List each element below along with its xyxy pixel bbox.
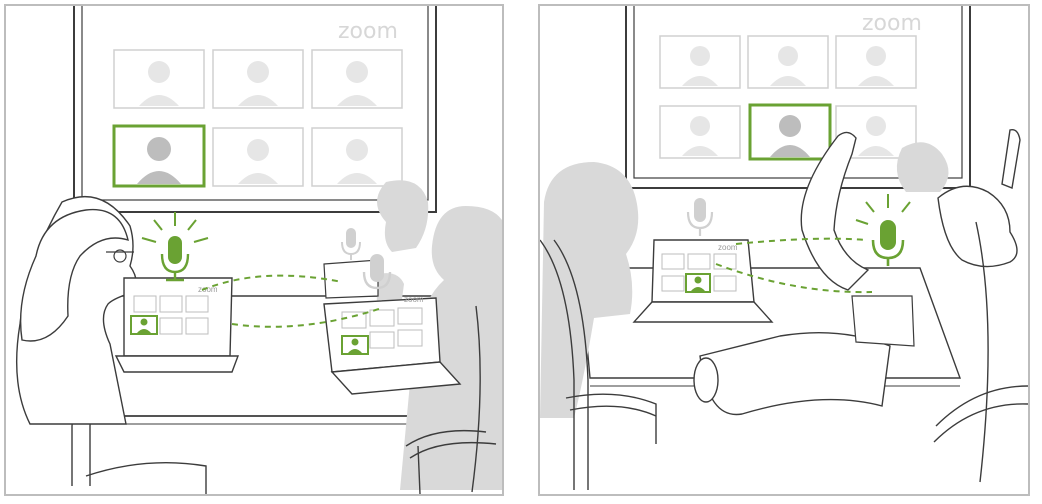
cheering-participant bbox=[699, 129, 1021, 416]
microphone-active-icon bbox=[141, 212, 209, 282]
microphone-idle-icon bbox=[341, 228, 392, 290]
chair-left bbox=[540, 239, 657, 490]
zoom-wall-logo: zoom bbox=[338, 19, 398, 44]
illustration-panel-left: zoom bbox=[4, 4, 504, 496]
illustration-panel-right: zoom bbox=[538, 4, 1030, 496]
right-scene: zoom bbox=[540, 6, 1028, 490]
laptop-center-logo: zoom bbox=[718, 243, 738, 252]
laptop-left-logo: zoom bbox=[198, 285, 218, 294]
laptop-left: zoom bbox=[114, 277, 240, 373]
woman-speaker bbox=[15, 195, 137, 425]
laptop-right-logo: zoom bbox=[404, 295, 424, 304]
zoom-wall-logo: zoom bbox=[862, 11, 922, 36]
chair-right bbox=[405, 305, 497, 494]
laptop-center: zoom bbox=[632, 239, 774, 323]
remote-participants-silhouettes bbox=[376, 180, 502, 490]
participant-silhouette-left bbox=[540, 162, 639, 418]
audio-link-dashes bbox=[201, 274, 383, 328]
microphone-active-icon bbox=[855, 194, 911, 266]
microphone-idle-icon bbox=[686, 198, 714, 236]
chair-right bbox=[933, 221, 1028, 483]
left-scene: zoom bbox=[15, 6, 502, 494]
audio-link-dashes bbox=[715, 237, 873, 294]
laptop-right: zoom bbox=[323, 259, 462, 395]
